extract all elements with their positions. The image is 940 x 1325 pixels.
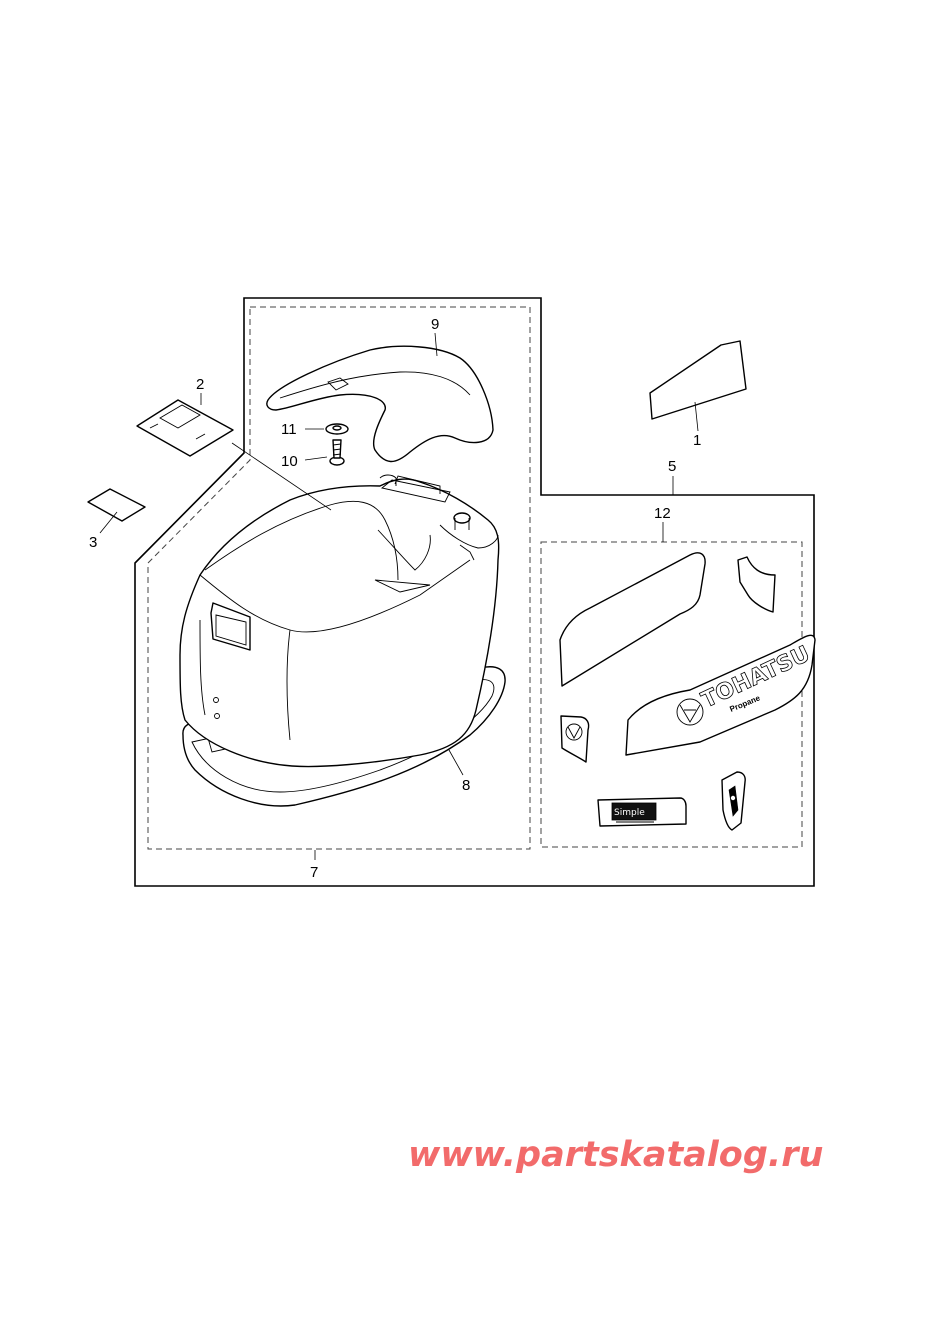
callout-3: 3 bbox=[89, 534, 97, 551]
leader-8 bbox=[448, 749, 464, 776]
callout-10: 10 bbox=[281, 453, 298, 470]
corner-decal bbox=[737, 556, 776, 613]
part-9-top-cap[interactable] bbox=[266, 345, 494, 463]
callout-1: 1 bbox=[693, 432, 701, 449]
throttle-indicator-decal bbox=[721, 771, 746, 831]
part-11-washer[interactable] bbox=[325, 423, 349, 435]
callout-5: 5 bbox=[668, 458, 676, 475]
part-1-decal[interactable] bbox=[649, 340, 747, 420]
logo-sticker bbox=[560, 715, 590, 763]
callout-12: 12 bbox=[654, 505, 671, 522]
simple-badge-decal: Simple bbox=[597, 797, 687, 827]
tohatsu-brand-decal: TOHATSU Propane bbox=[625, 634, 816, 756]
part-7-top-cowling[interactable] bbox=[179, 474, 500, 768]
assembly-7-frame bbox=[134, 297, 815, 887]
callout-7: 7 bbox=[310, 864, 318, 881]
leader-1 bbox=[694, 401, 699, 432]
leader-9 bbox=[434, 332, 438, 357]
watermark-text: www.partskatalog.ru bbox=[408, 1135, 824, 1175]
leader-3 bbox=[99, 511, 118, 534]
callout-11: 11 bbox=[281, 421, 297, 438]
assembly-12-dashed-frame bbox=[540, 541, 803, 848]
leader-2 bbox=[200, 393, 332, 511]
badge-text: Simple bbox=[614, 808, 645, 818]
part-12-decal-set[interactable]: TOHATSU Propane Simple bbox=[559, 552, 816, 831]
part-3-sticker[interactable] bbox=[87, 488, 146, 522]
leader-10 bbox=[304, 456, 328, 461]
callout-8: 8 bbox=[462, 777, 470, 794]
part-10-screw[interactable] bbox=[329, 439, 345, 466]
callout-9: 9 bbox=[431, 316, 439, 333]
assembly-7-inner-dashed-frame bbox=[147, 306, 531, 850]
side-stripe-decal bbox=[559, 552, 706, 687]
part-2-label-plate[interactable] bbox=[136, 399, 234, 457]
callout-2: 2 bbox=[196, 376, 204, 393]
